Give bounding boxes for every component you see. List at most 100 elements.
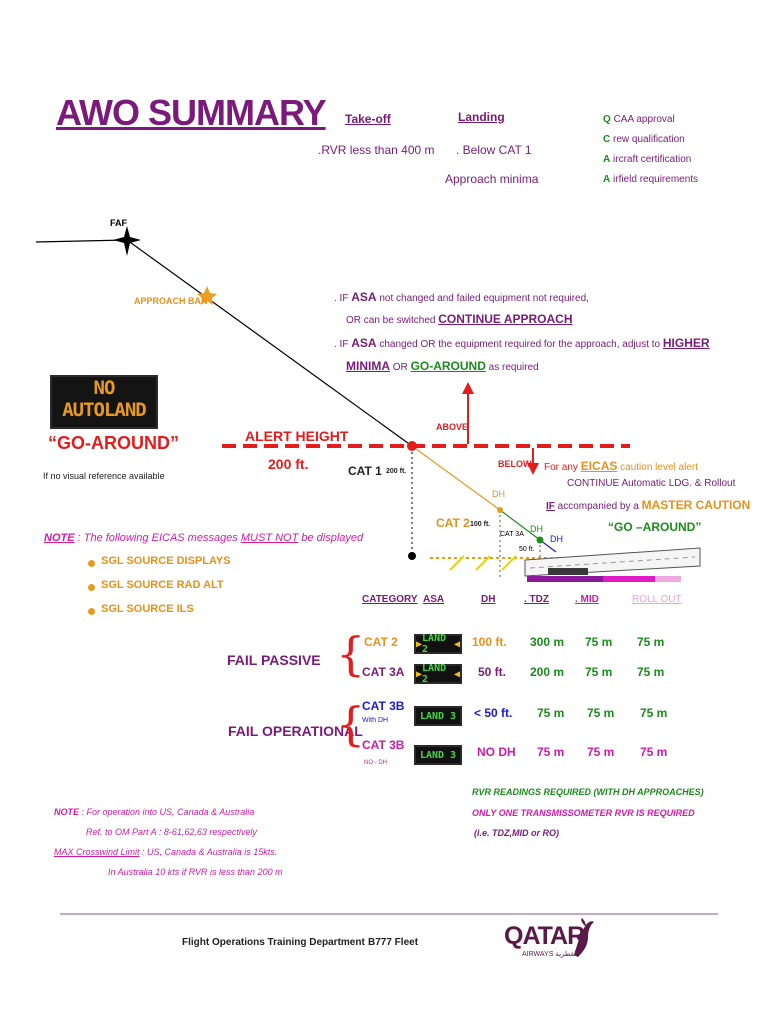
alert-height-point (407, 441, 417, 451)
landing-heading: Landing (458, 110, 505, 124)
qcaa-item: A ircraft certification (603, 154, 692, 165)
row-dh: 50 ft. (478, 665, 507, 679)
col-category: CATEGORY (362, 594, 418, 605)
col-tdz: . TDZ (524, 594, 549, 605)
asa-rule-3: . IF ASA changed OR the equipment requir… (334, 336, 710, 350)
bullet-icon (88, 608, 95, 615)
dh-point (497, 507, 503, 513)
eicas-item-1: SGL SOURCE DISPLAYS (101, 555, 231, 567)
qatar-logo-text: QATAR (504, 922, 585, 950)
ops-note-4: In Australia 10 kts if RVR is less than … (108, 867, 283, 877)
page-title: AWO SUMMARY (56, 92, 327, 133)
row-mid: 75 m (585, 665, 613, 679)
bullet-icon (88, 560, 95, 567)
asa-rule-2: OR can be switched CONTINUE APPROACH (346, 312, 573, 326)
asa-rule-4: MINIMA OR GO-AROUND as required (346, 359, 539, 373)
cat3a-label: CAT 3A (500, 531, 524, 538)
glide-path-cat3 (499, 509, 541, 541)
row-rollout: 75 m (637, 635, 665, 649)
footer-fleet: B777 Fleet (368, 937, 419, 948)
faf-marker-icon (113, 226, 141, 256)
dh-label-cat3a: DH (530, 524, 543, 534)
no-autoland-annunciator: NO AUTOLAND (50, 375, 158, 429)
rvr-note-2: ONLY ONE TRANSMISSOMETER RVR IS REQUIRED (472, 808, 695, 818)
row-category: CAT 3A (362, 665, 405, 679)
col-mid: . MID (575, 594, 599, 605)
rvr-bar-rollout (655, 576, 681, 582)
cat2-label: CAT 2 (436, 516, 470, 530)
alert-height-label: ALERT HEIGHT (245, 428, 349, 444)
row-mid: 75 m (587, 706, 615, 720)
approach-diagram (35, 226, 701, 582)
above-arrow-head-icon (462, 382, 474, 394)
landing-line1: . Below CAT 1 (456, 143, 532, 157)
qcaa-list: Q CAA approval C rew qualification A irc… (603, 110, 698, 190)
level-segment (35, 239, 128, 243)
col-rollout: ROLL OUT (632, 594, 682, 605)
ground-point (408, 552, 416, 560)
row-mid: 75 m (587, 745, 615, 759)
eicas-item-3: SGL SOURCE ILS (101, 603, 194, 615)
eicas-item-2: SGL SOURCE RAD ALT (101, 579, 224, 591)
asa-annunciator: LAND 3 (414, 745, 462, 765)
row-dh: NO DH (477, 745, 516, 759)
hatch-mark (449, 555, 465, 571)
rvr-bar-tdz (527, 576, 603, 582)
asa-annunciator: ▶LAND 2◀ (414, 633, 462, 655)
faf-label: FAF (110, 218, 127, 228)
rvr-note-1: RVR READINGS REQUIRED (WITH DH APPROACHE… (472, 787, 704, 797)
row-rollout: 75 m (640, 745, 668, 759)
ft50-label: 50 ft. (519, 546, 535, 553)
qcaa-item: Q CAA approval (603, 114, 675, 125)
col-dh: DH (481, 594, 496, 605)
fail-passive-label: FAIL PASSIVE (227, 652, 321, 668)
rvr-bar-mid (603, 576, 655, 582)
below-arrow-head-icon (527, 463, 539, 475)
landing-line2: Approach minima (445, 172, 539, 186)
asa-annunciator: LAND 3 (414, 706, 462, 726)
below-rule-1: For any EICAS caution level alert (544, 459, 698, 473)
runway-aircraft (548, 568, 588, 575)
glide-path-cat2 (411, 445, 501, 511)
cat1-height: 200 ft. (386, 468, 407, 475)
col-asa: ASA (423, 594, 445, 605)
row-subcategory: With DH (362, 717, 389, 724)
approach-ban-label: APPROACH BAN (134, 296, 208, 306)
fail-operational-brace: { (336, 697, 366, 751)
dh-label-cat2: DH (492, 489, 505, 499)
below-rule-2: CONTINUE Automatic LDG. & Rollout (567, 478, 736, 489)
asa-rule-1: . IF ASA not changed and failed equipmen… (334, 290, 589, 304)
approach-ban-star-icon (197, 286, 217, 305)
dh-point (536, 536, 544, 544)
ops-note-3: MAX Crosswind Limit : US, Canada & Austr… (54, 847, 278, 857)
fail-passive-brace: { (336, 627, 366, 681)
qcaa-item: C rew qualification (603, 134, 685, 145)
row-subcategory: NO - DH (364, 760, 387, 766)
glide-path (126, 239, 413, 447)
cat2-height: 100 ft. (470, 521, 491, 528)
bullet-icon (88, 584, 95, 591)
qcaa-item: A irfield requirements (603, 174, 699, 185)
row-tdz: 200 m (530, 665, 565, 679)
row-tdz: 75 m (537, 745, 565, 759)
hatch-mark (475, 555, 491, 571)
row-tdz: 300 m (530, 635, 565, 649)
go-around-label: “GO-AROUND” (48, 433, 179, 453)
qatar-logo-sub: AIRWAYS القطرية (522, 951, 579, 958)
ops-note-2: Ref. to OM Part A : 8-61,62,63 respectiv… (86, 827, 257, 837)
below-rule-3: IF accompanied by a MASTER CAUTION (546, 498, 751, 512)
footer-divider (60, 913, 718, 915)
go-around-sub: If no visual reference available (43, 471, 165, 481)
below-go-around: “GO –AROUND” (608, 520, 702, 534)
dh-label-cat3b: DH (550, 534, 563, 544)
row-dh: < 50 ft. (474, 706, 513, 720)
row-category: CAT 3B (362, 738, 405, 752)
above-label: ABOVE (436, 422, 469, 432)
fail-operational-label: FAIL OPERATIONAL (228, 723, 363, 739)
oryx-logo-icon (574, 918, 594, 957)
below-label: BELOW (498, 459, 532, 469)
row-tdz: 75 m (537, 706, 565, 720)
takeoff-heading: Take-off (345, 112, 391, 126)
rvr-note-3: (i.e. TDZ,MID or RO) (474, 828, 559, 838)
asa-annunciator: ▶LAND 2◀ (414, 663, 462, 685)
